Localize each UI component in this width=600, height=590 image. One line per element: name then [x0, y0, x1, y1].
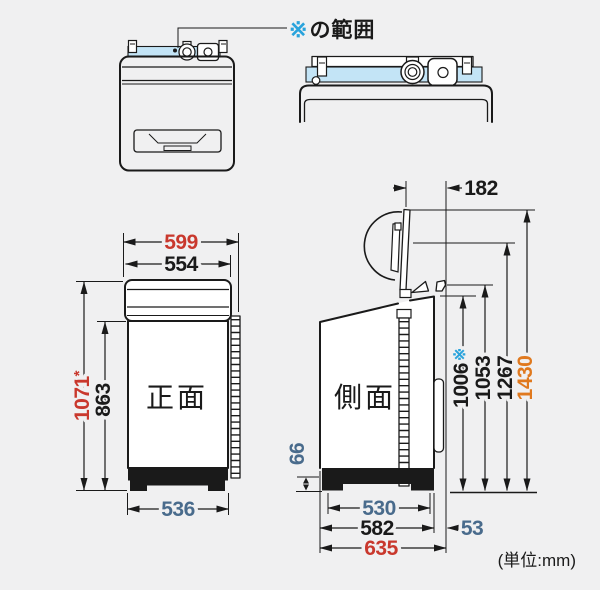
side-base — [322, 468, 434, 479]
dim-height-mid-lid: 1267 — [494, 356, 517, 401]
dim-lid-open-depth: 182 — [464, 177, 498, 200]
top-plate — [311, 55, 474, 68]
dim-overall-depth: 635 — [364, 537, 398, 560]
dim-height-hook: 1053 — [472, 356, 495, 401]
dim-feet-depth: 530 — [362, 497, 396, 520]
dim-front-body-height: 863 — [92, 383, 115, 417]
legend: ※の範囲 — [177, 17, 375, 48]
legend-label-text: の範囲 — [309, 18, 375, 42]
left-bracket — [316, 56, 328, 77]
rear-top-protrusion — [435, 279, 447, 292]
dim-front-base-width: 536 — [161, 498, 195, 521]
dim-height-lid-open: 1430 — [514, 356, 537, 401]
dim-front-overall-height: 1071* — [71, 370, 94, 421]
lid-swing-arc — [363, 211, 403, 281]
lid-hinge — [399, 288, 412, 299]
front-view-label: 正面 — [146, 382, 208, 413]
drain-hose-side — [398, 317, 410, 487]
dim-front-overall-width: 599 — [164, 231, 198, 254]
front-lid-panel — [124, 279, 232, 322]
dim-body-depth: 582 — [360, 517, 394, 540]
left-clamp — [127, 39, 138, 54]
side-view-drawing: 側面 — [319, 208, 447, 491]
side-extension-lines — [296, 181, 537, 553]
front-base — [128, 468, 228, 481]
mini-side-view-drawing — [299, 55, 493, 123]
legend-label: ※の範囲 — [289, 17, 375, 42]
dim-front-body-width: 554 — [164, 253, 198, 276]
right-clamp — [218, 39, 228, 54]
dim-height-asterisk: * — [71, 370, 88, 376]
rear-hook — [411, 280, 430, 294]
side-view-dimensions: 182 1006※ 1053 1267 1430 66 530 582 53 6… — [283, 174, 541, 564]
mini-side-cabinet — [299, 84, 493, 123]
pointer-dot — [173, 48, 177, 53]
dim-rear-clearance: 53 — [461, 517, 483, 540]
side-view-label: 側面 — [334, 382, 396, 413]
dim-height-top-rear: 1006※ — [450, 348, 473, 408]
dispenser-drawer — [133, 129, 222, 153]
rear-panel-cover — [433, 378, 445, 453]
right-bracket — [461, 56, 473, 75]
dim-height-marker: ※ — [452, 348, 469, 361]
unit-note: (単位:mm) — [498, 551, 576, 570]
front-view-drawing: 正面 — [124, 279, 241, 491]
dim-base-height: 66 — [286, 443, 309, 465]
legend-marker-symbol: ※ — [289, 17, 307, 42]
legend-pointer-line — [177, 27, 287, 48]
mini-front-cabinet — [119, 55, 235, 172]
mini-front-view-drawing — [119, 39, 235, 172]
front-cabinet — [127, 320, 229, 469]
